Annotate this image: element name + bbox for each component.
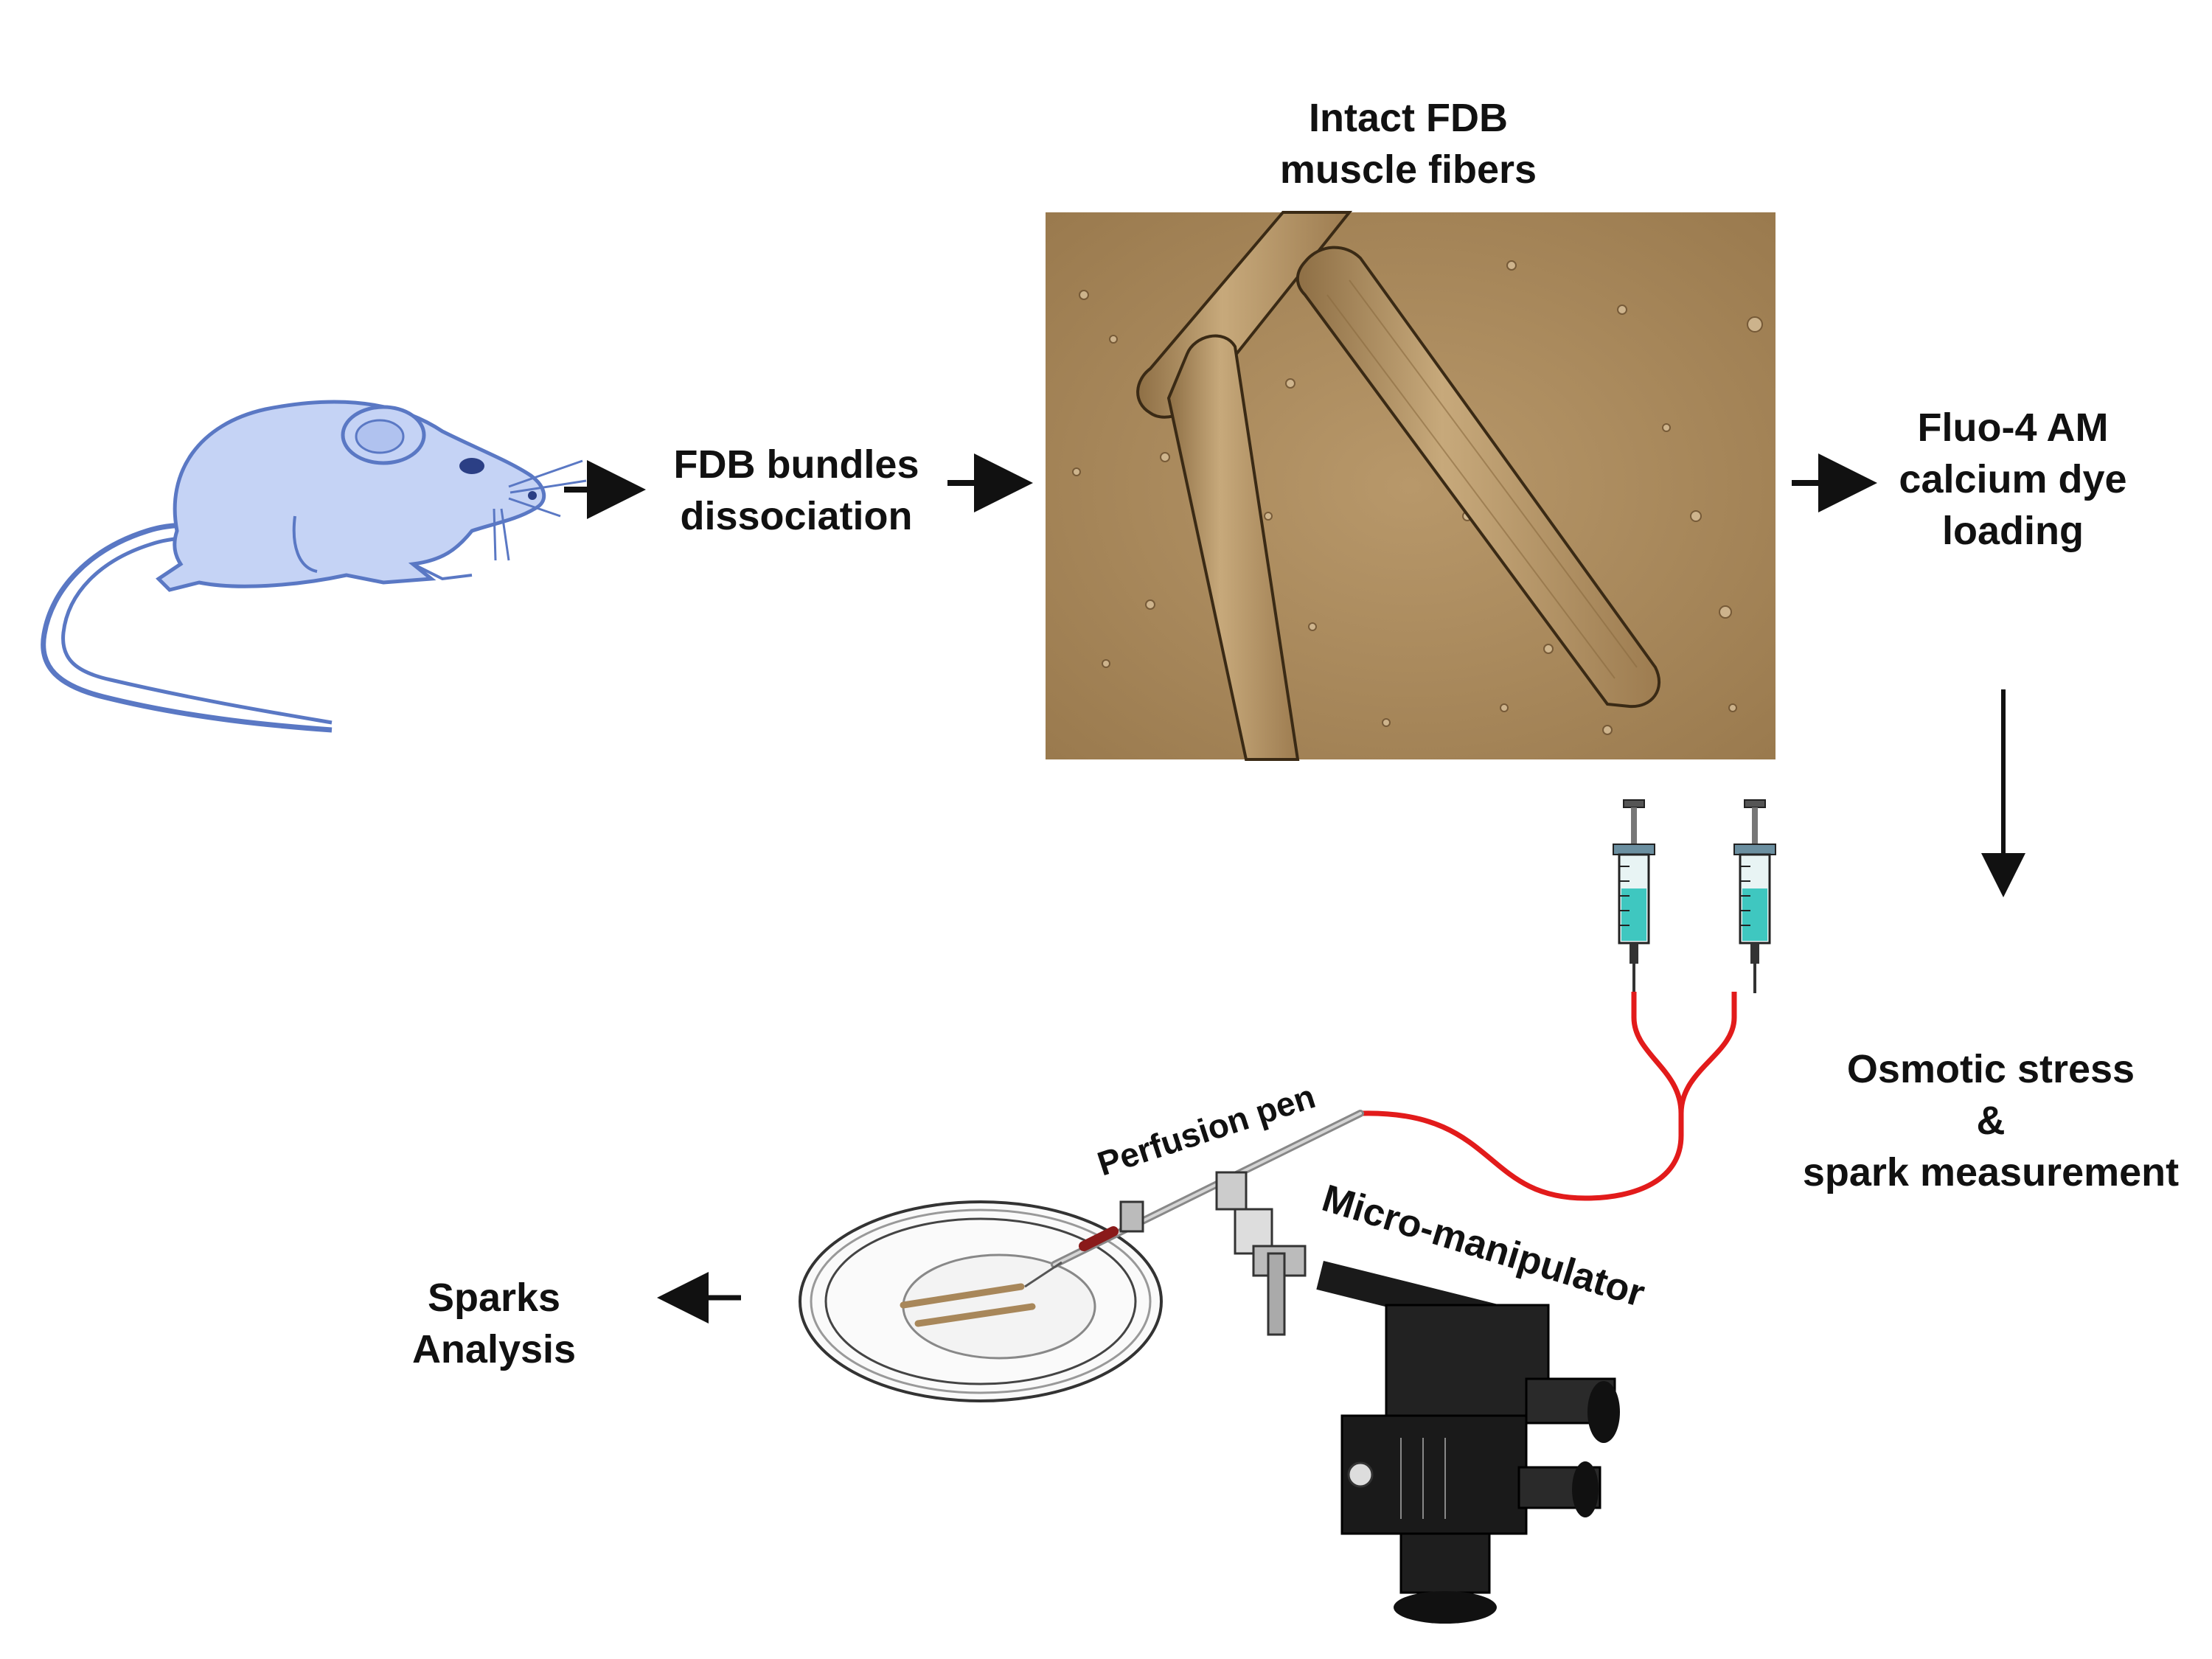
- mouse-illustration: [41, 400, 587, 733]
- dye-loading-label: Fluo-4 AM calcium dye loading: [1865, 402, 2160, 557]
- fiber-title-line-2: muscle fibers: [1279, 147, 1537, 192]
- fiber-title-line-1: Intact FDB: [1309, 96, 1508, 140]
- micromanipulator-device: [1024, 1110, 1620, 1624]
- dye-loading-line-3: loading: [1942, 509, 2084, 553]
- dye-loading-line-1: Fluo-4 AM: [1917, 406, 2109, 450]
- syringe-icon: [1613, 799, 1655, 993]
- dissociation-label: FDB bundles dissociation: [634, 439, 959, 542]
- dye-loading-line-2: calcium dye: [1899, 457, 2127, 501]
- syringe-icon: [1733, 799, 1776, 993]
- perfusion-pen-label: Perfusion pen: [1093, 1077, 1320, 1183]
- sparks-line-2: Analysis: [411, 1327, 577, 1371]
- perfusion-tubing: [1360, 992, 1737, 1201]
- muscle-fiber-micrograph: [1046, 211, 1775, 761]
- dissociation-line-2: dissociation: [680, 494, 913, 538]
- perfusion-dish: [799, 1200, 1163, 1402]
- sparks-line-1: Sparks: [427, 1276, 561, 1320]
- osmotic-line-1: Osmotic stress: [1846, 1047, 2135, 1091]
- sparks-analysis-label: Sparks Analysis: [369, 1272, 619, 1375]
- fiber-title: Intact FDB muscle fibers: [1187, 92, 1630, 195]
- osmotic-line-3: spark measurement: [1802, 1150, 2180, 1194]
- osmotic-stress-label: Osmotic stress & spark measurement: [1777, 1043, 2205, 1198]
- osmotic-line-2: &: [1976, 1099, 2006, 1143]
- dissociation-line-1: FDB bundles: [673, 442, 919, 487]
